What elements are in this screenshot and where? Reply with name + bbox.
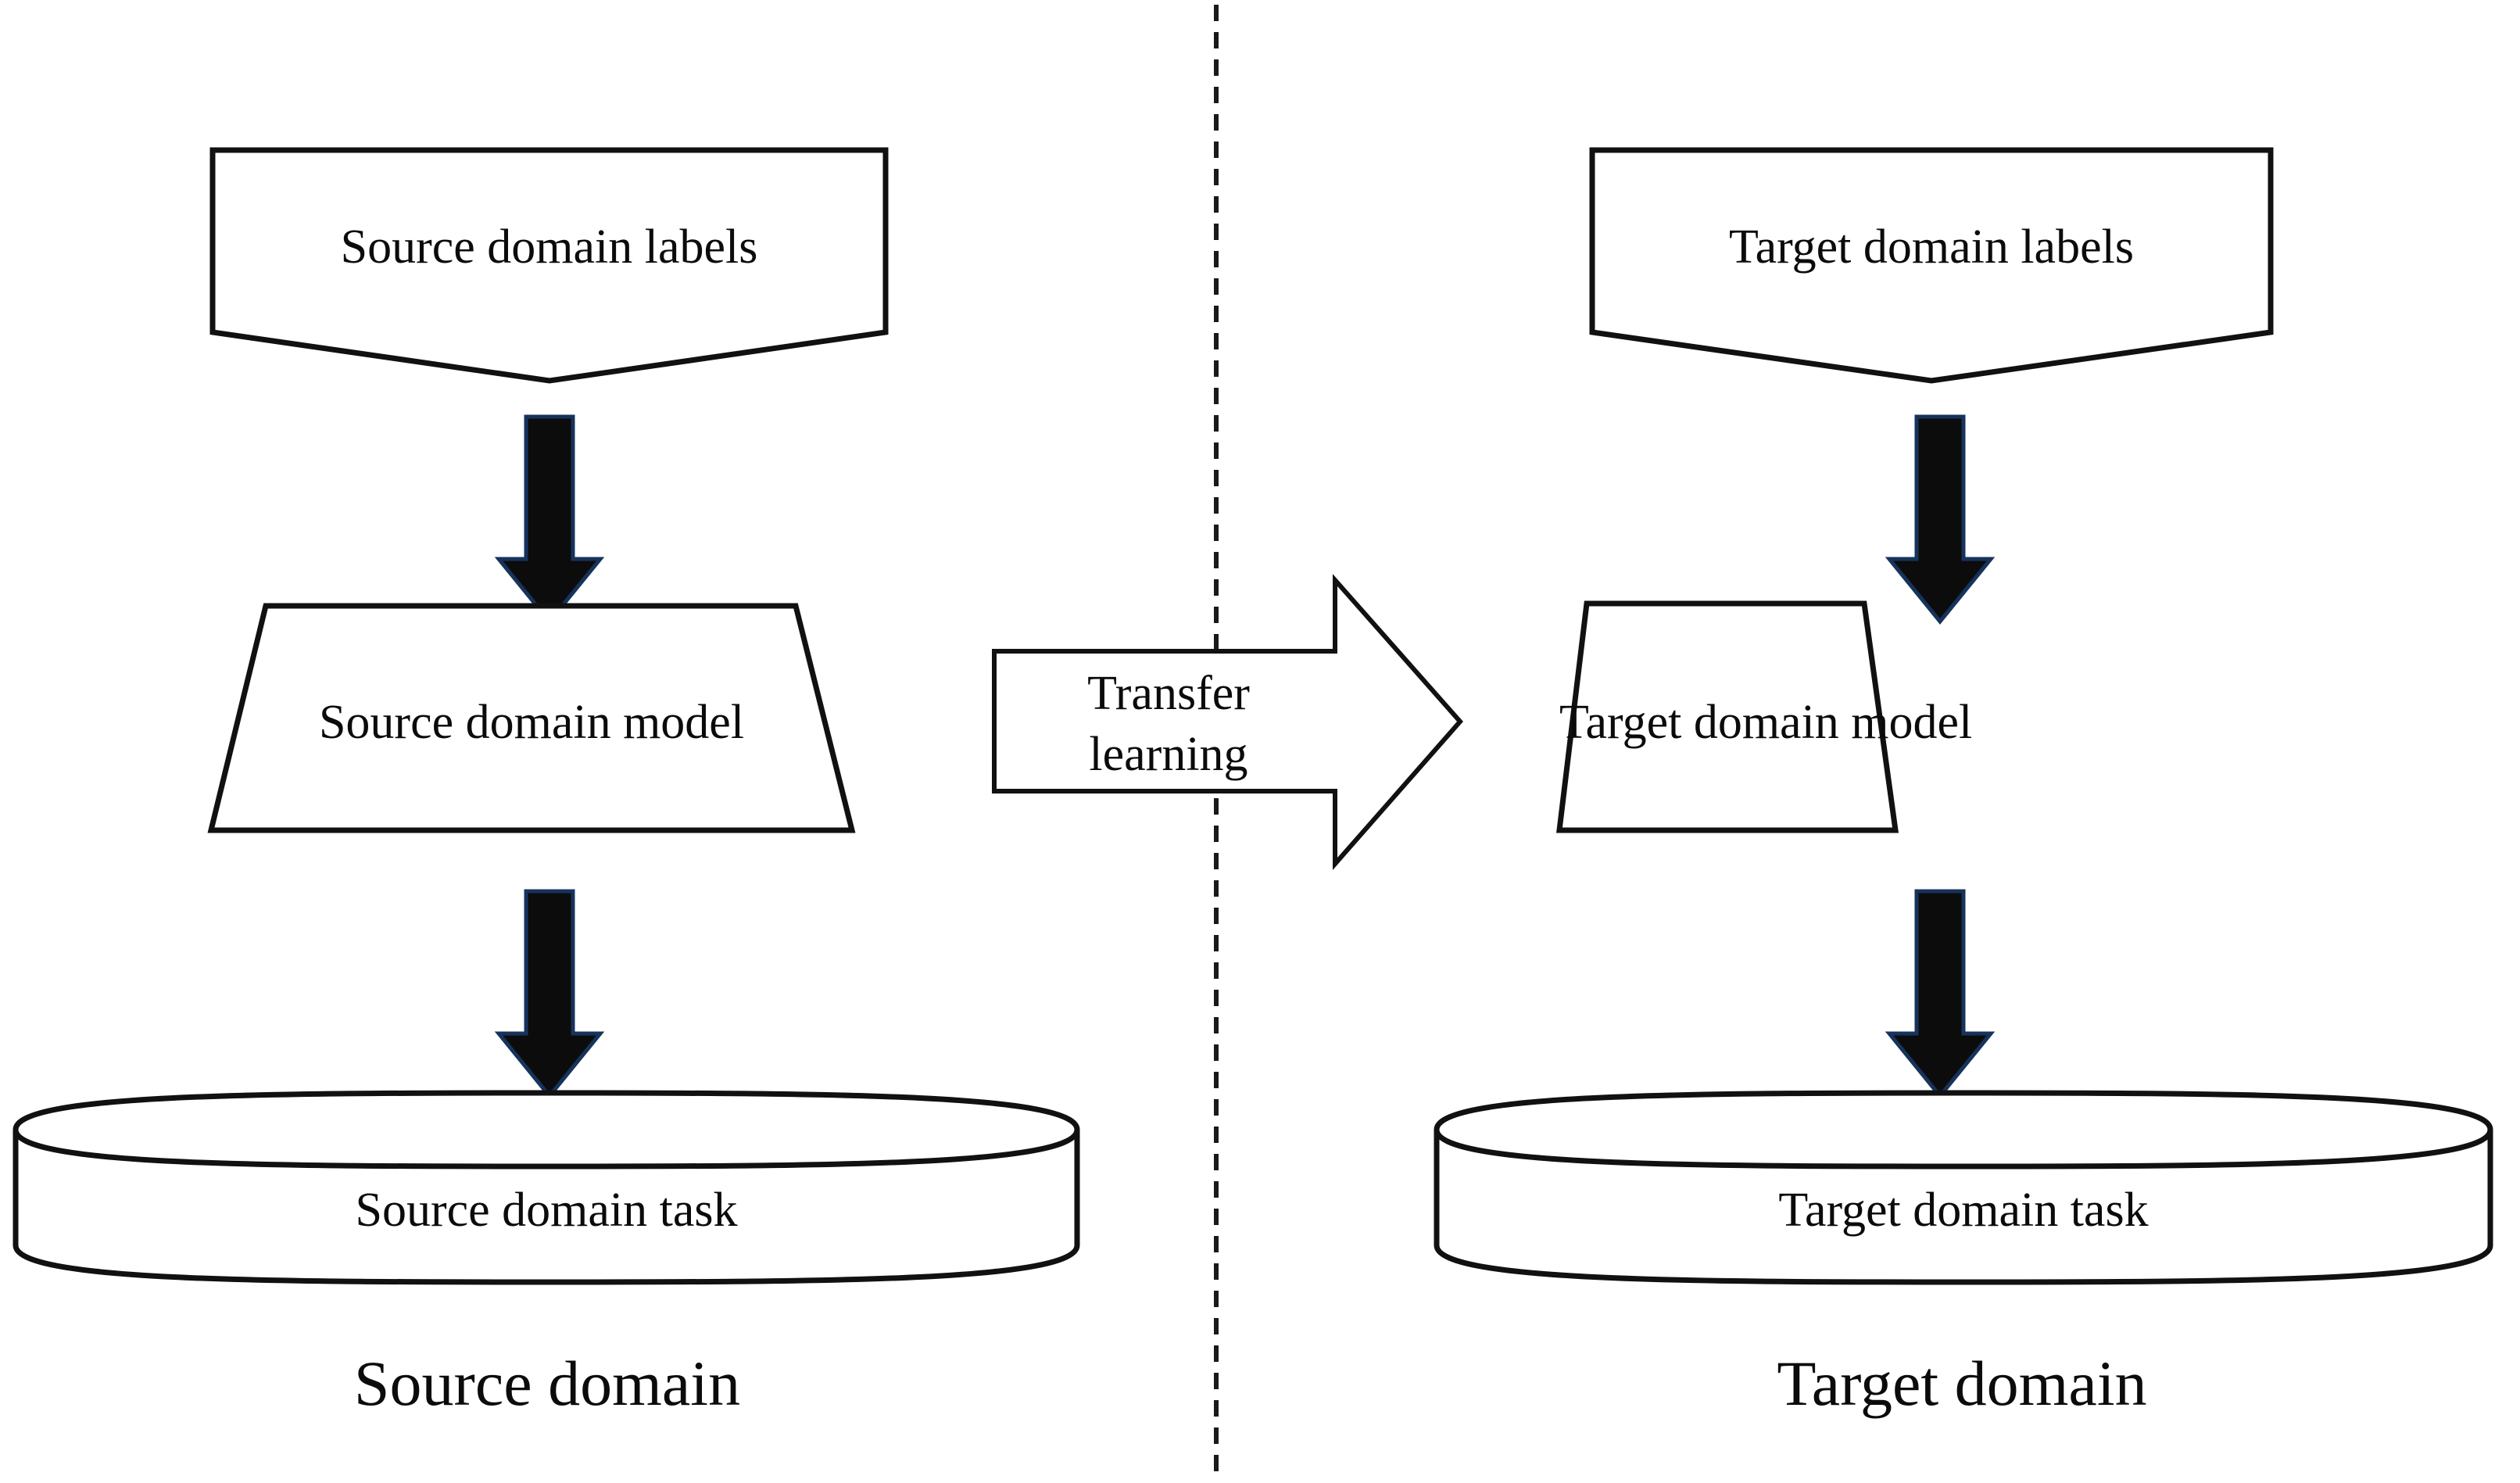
source-arrow-labels-to-model-icon	[494, 414, 605, 625]
source-domain-labels-shape[interactable]	[209, 147, 889, 384]
target-cylinder-top-ellipse-line	[1434, 1129, 2493, 1170]
target-arrow-labels-to-model-icon	[1885, 414, 1996, 625]
target-arrow-model-to-task-icon	[1885, 889, 1996, 1099]
target-domain-task-cylinder[interactable]	[1434, 1090, 2493, 1285]
target-domain-model-shape[interactable]	[1556, 600, 1899, 833]
transfer-learning-arrow-shape[interactable]	[992, 574, 1463, 870]
source-cylinder-top-ellipse-line	[13, 1129, 1080, 1170]
source-domain-task-cylinder[interactable]	[13, 1090, 1080, 1285]
target-domain-labels-shape[interactable]	[1589, 147, 2274, 384]
source-arrow-model-to-task-icon	[494, 889, 605, 1099]
source-domain-model-shape[interactable]	[207, 603, 856, 833]
